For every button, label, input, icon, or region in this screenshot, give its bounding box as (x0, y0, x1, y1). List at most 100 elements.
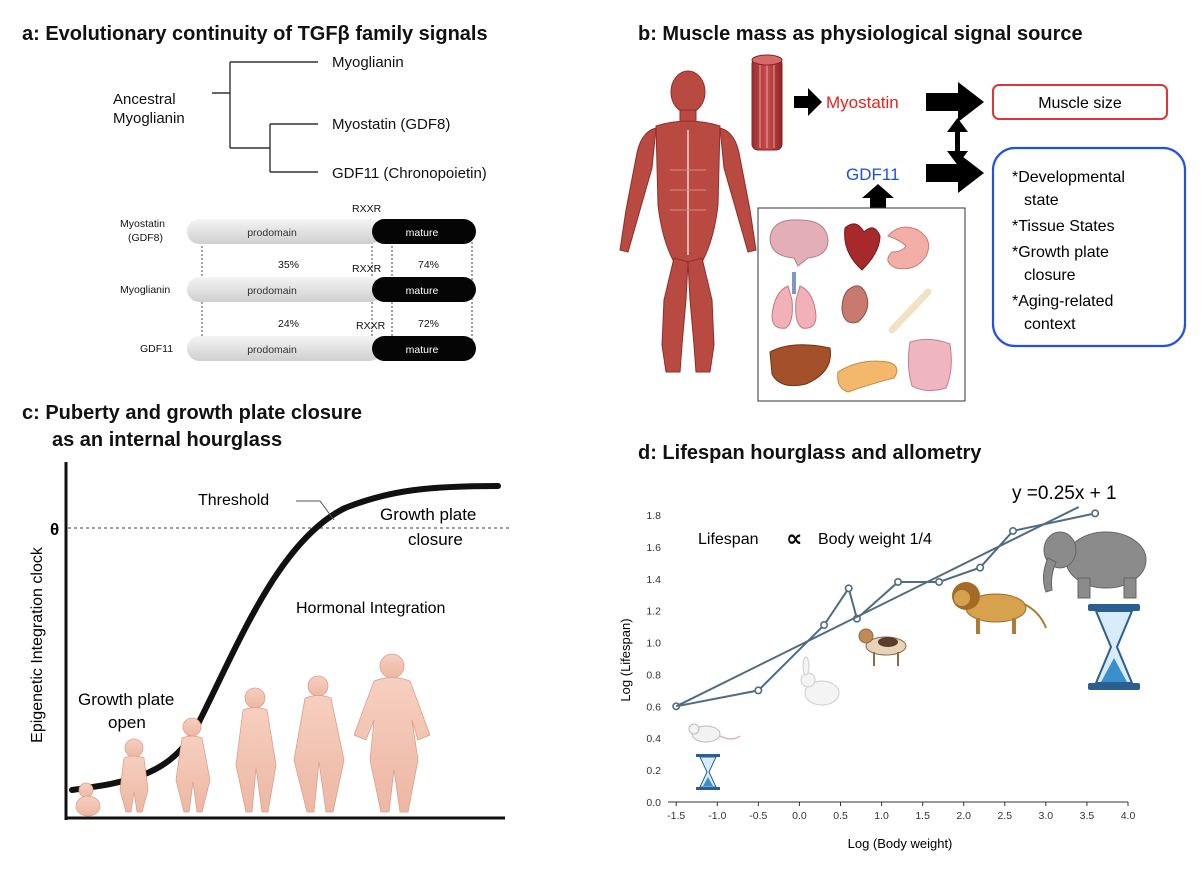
data-series-line (676, 512, 1096, 708)
context-item-4-line-2: context (1024, 316, 1076, 333)
closure-label-line-1: Growth plate (380, 505, 476, 524)
domain-row-2-name: Myoglianin (120, 284, 170, 296)
panel-d-title: d: Lifespan hourglass and allometry (638, 442, 982, 464)
tree-leaf-myoglianin: Myoglianin (332, 54, 404, 71)
tree-leaf-gdf11: GDF11 (Chronopoietin) (332, 165, 487, 182)
human-growth-stages-illustration (75, 653, 431, 817)
panel-c: c: Puberty and growth plate closure as a… (22, 402, 512, 820)
context-item-1-line-1: *Developmental (1012, 169, 1125, 186)
lung-right-icon (795, 285, 817, 329)
rxxr-site-3: RXXR (356, 320, 386, 332)
muscle-size-box (992, 84, 1168, 120)
x-tick-label: 0.5 (833, 810, 848, 822)
prodomain-label-1: prodomain (247, 227, 297, 239)
x-tick-label: 1.5 (915, 810, 930, 822)
mature-bar-3 (372, 336, 476, 361)
panel-c-title-line-2: as an internal hourglass (52, 429, 282, 451)
x-tick-label: -0.5 (749, 810, 767, 822)
x-tick-label: 4.0 (1121, 810, 1136, 822)
y-tick-label: 1.4 (646, 574, 661, 586)
x-tick-label: 2.5 (997, 810, 1012, 822)
threshold-label: Threshold (198, 492, 269, 509)
tree-root-label: Ancestral Myoglianin (113, 91, 185, 127)
domain-row-1-name: Myostatin (GDF8) (120, 218, 168, 244)
relation-right-label: Body weight 1/4 (818, 531, 932, 548)
sigmoid-curve (69, 483, 501, 793)
context-item-2-line-1: *Tissue States (1012, 218, 1115, 235)
mature-bar-1 (372, 219, 476, 244)
domain-row-1-name-line-2: (GDF8) (128, 232, 163, 244)
elephant-icon (1042, 531, 1147, 599)
mature-identity-2: 72% (418, 318, 439, 330)
data-point (1091, 509, 1100, 518)
child-figure (175, 717, 211, 813)
data-point (1008, 526, 1017, 535)
infant-figure (75, 782, 101, 817)
prodomain-identity-2: 24% (278, 318, 299, 330)
data-point (820, 621, 829, 630)
rabbit-icon (800, 656, 840, 706)
threshold-pointer (296, 500, 335, 521)
prodomain-label-3: prodomain (247, 344, 297, 356)
arrow-to-muscle-size (926, 82, 984, 122)
x-axis-label: Log (Body weight) (848, 836, 953, 851)
domain-diagram: Myostatin (GDF8) prodomain mature RXXR 3… (120, 203, 476, 361)
proportional-symbol: ∝ (786, 525, 802, 551)
open-label-line-1: Growth plate (78, 690, 174, 709)
human-muscle-figure-illustration (619, 70, 757, 373)
panel-a-title: a: Evolutionary continuity of TGFβ famil… (22, 23, 488, 45)
rxxr-site-2: RXXR (352, 263, 382, 275)
x-tick-label: 1.0 (874, 810, 889, 822)
liver-icon (769, 344, 831, 387)
context-item-4-line-1: *Aging-related (1012, 293, 1113, 310)
adult-figure (353, 653, 431, 813)
y-tick-label: 0.6 (646, 701, 661, 713)
lung-left-icon (771, 285, 793, 329)
x-tick-label: 3.5 (1080, 810, 1095, 822)
y-tick-label: 0.2 (646, 765, 661, 777)
intestine-icon (907, 338, 952, 392)
data-point (976, 563, 985, 572)
context-item-4: *Aging-related context (1012, 293, 1118, 333)
arrow-organs-to-gdf11 (862, 184, 894, 209)
heart-icon (844, 223, 881, 271)
mature-identity-1: 74% (418, 259, 439, 271)
y-tick-label: 0.8 (646, 669, 661, 681)
y-tick-label: 1.0 (646, 638, 661, 650)
phylogenetic-tree (212, 61, 318, 173)
rxxr-site-1: RXXR (352, 203, 382, 215)
hormonal-integration-label: Hormonal Integration (296, 600, 445, 617)
prodomain-bar-3 (187, 336, 382, 361)
mature-label-2: mature (406, 285, 439, 297)
pancreas-icon (837, 360, 898, 393)
closure-label: Growth plate closure (380, 505, 481, 549)
mature-label-3: mature (406, 344, 439, 356)
adolescent-figure (293, 675, 345, 813)
prodomain-label-2: prodomain (247, 285, 297, 297)
panel-b: b: Muscle mass as physiological signal s… (619, 23, 1187, 402)
y-tick-label: 0.4 (646, 733, 661, 745)
muscle-fiber-bundle-icon (751, 54, 783, 151)
kidney-icon (841, 285, 869, 324)
context-item-3: *Growth plate closure (1012, 244, 1113, 284)
panel-a: a: Evolutionary continuity of TGFβ famil… (22, 23, 488, 361)
preteen-figure (235, 687, 277, 813)
trachea-icon (792, 272, 796, 294)
panel-d: d: Lifespan hourglass and allometry y =0… (618, 442, 1147, 851)
prodomain-bar-2 (187, 277, 382, 302)
context-item-3-line-1: *Growth plate (1012, 244, 1109, 261)
growth-plate-open-label: Growth plate open (78, 690, 179, 732)
data-point (893, 577, 902, 586)
x-tick-label: 3.0 (1039, 810, 1054, 822)
arrow-to-myostatin (794, 88, 822, 116)
panel-c-title: c: Puberty and growth plate closure as a… (22, 402, 368, 451)
context-item-1-line-2: state (1024, 192, 1059, 209)
prodomain-identity-1: 35% (278, 259, 299, 271)
myostatin-label: Myostatin (826, 93, 899, 112)
stomach-icon (887, 226, 930, 270)
x-tick-label: 2.0 (956, 810, 971, 822)
bidirectional-arrow (947, 118, 968, 165)
arrow-to-context (926, 153, 984, 193)
mature-bar-2 (372, 277, 476, 302)
